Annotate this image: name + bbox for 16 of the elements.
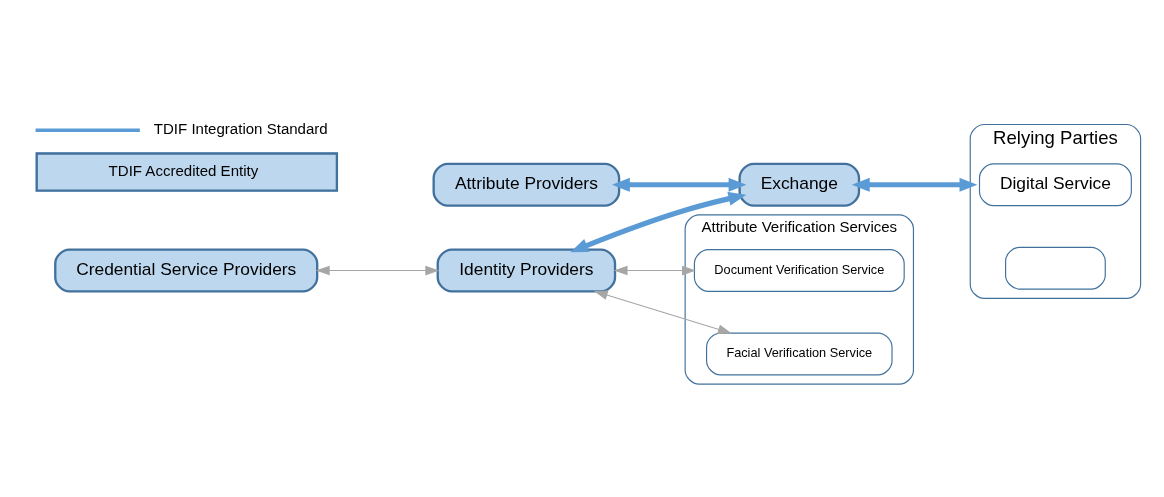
arrow bbox=[612, 177, 747, 192]
arrow bbox=[593, 290, 732, 335]
legend-label: TDIF Integration Standard bbox=[153, 120, 328, 138]
node-box bbox=[1005, 246, 1106, 290]
node-box: Document Verification Service bbox=[693, 249, 905, 292]
node-box: Facial Verification Service bbox=[706, 332, 893, 376]
legend-label: TDIF Accredited Entity bbox=[108, 161, 259, 179]
arrow bbox=[315, 265, 440, 276]
arrow bbox=[613, 265, 696, 276]
node-box: Digital Service bbox=[978, 163, 1132, 207]
node-box: Identity Providers bbox=[436, 248, 617, 293]
node-box: Exchange bbox=[738, 162, 861, 207]
node-box: Credential Service Providers bbox=[54, 248, 319, 293]
arrow bbox=[570, 191, 747, 253]
node-box: Attribute Providers bbox=[432, 162, 621, 207]
arrow bbox=[851, 177, 978, 192]
